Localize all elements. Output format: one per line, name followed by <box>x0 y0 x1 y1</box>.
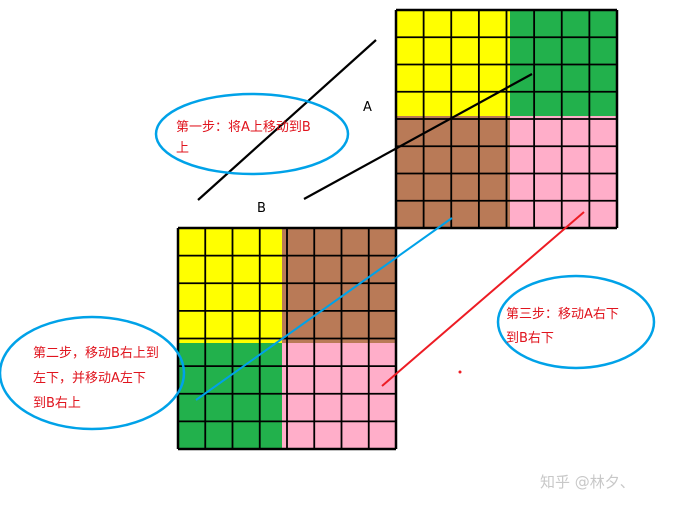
step3-ellipse <box>496 274 656 370</box>
grid-b-bottom-left-quadrant <box>178 343 282 449</box>
grid-a-top-right-quadrant <box>510 10 617 116</box>
grid-b-top-right-quadrant <box>282 228 396 343</box>
grid-a <box>394 8 619 230</box>
grid-a-top-left-quadrant <box>396 10 510 116</box>
label-b: B <box>257 201 266 216</box>
grid-a-bottom-left-quadrant <box>396 116 510 228</box>
step3-note: 第三步：移动A右下 到B右下 <box>506 307 623 346</box>
red-dot <box>458 370 462 374</box>
step2-note-line3: 到B右上 <box>33 396 81 411</box>
step2-note: 第二步，移动B右上到 左下，并移动A左下 到B右上 <box>33 346 163 411</box>
step1-line-lower <box>303 73 533 200</box>
step2-ellipse <box>0 315 186 431</box>
step3-note-line2: 到B右下 <box>506 331 554 346</box>
step1-note-line1: 第一步：将A上移动到B <box>176 120 311 135</box>
grid-b-lines <box>176 226 398 451</box>
step3-note-line1: 第三步：移动A右下 <box>506 307 619 322</box>
step1-note-line2: 上 <box>176 141 189 156</box>
step2-note-line1: 第二步，移动B右上到 <box>33 346 159 361</box>
grid-b-bottom-right-quadrant <box>282 343 396 449</box>
watermark: 知乎 @林夕、 <box>540 473 635 491</box>
grid-b-top-left-quadrant <box>178 228 282 343</box>
step3-line <box>381 211 585 387</box>
grid-b <box>176 226 398 451</box>
step2-note-line2: 左下，并移动A左下 <box>33 371 146 386</box>
grid-a-lines <box>394 8 619 230</box>
grid-a-bottom-right-quadrant <box>510 116 617 228</box>
step1-note: 第一步：将A上移动到B 上 <box>176 120 315 156</box>
step2-line <box>195 217 453 401</box>
label-a: A <box>363 100 372 115</box>
step1-ellipse <box>154 92 350 176</box>
